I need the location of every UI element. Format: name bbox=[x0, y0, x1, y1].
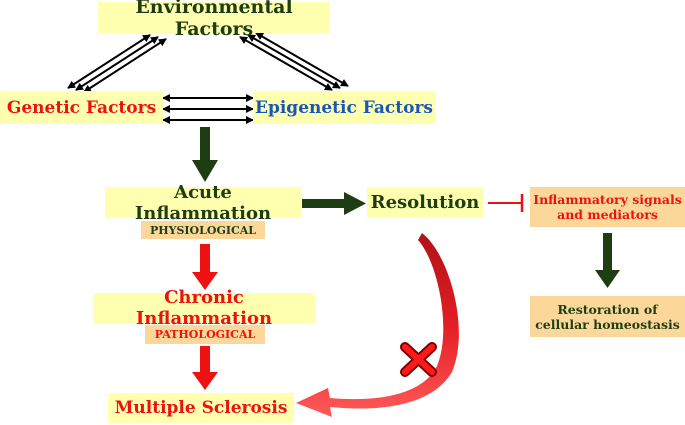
multiple-sclerosis-node: Multiple Sclerosis bbox=[108, 393, 294, 423]
inflammatory-signals-line2: and mediators bbox=[557, 207, 658, 222]
block-x-icon bbox=[400, 342, 437, 377]
resolution-node: Resolution bbox=[367, 187, 483, 218]
restoration-node: Restoration of cellular homeostasis bbox=[530, 296, 685, 337]
blocked-resolution-curve bbox=[296, 233, 459, 417]
env-epigenetic-arrows bbox=[239, 32, 349, 91]
epigenetic-factors-node: Epigenetic Factors bbox=[253, 91, 435, 124]
env-genetic-arrows bbox=[67, 34, 167, 93]
environmental-factors-node: Environmental Factors bbox=[98, 0, 330, 40]
inflammatory-signals-line1: Inflammatory signals bbox=[533, 192, 682, 207]
arrow-chronic-to-ms bbox=[192, 346, 218, 390]
arrow-to-acute bbox=[192, 127, 218, 182]
arrow-acute-to-resolution bbox=[302, 192, 366, 215]
genetic-epigenetic-arrows bbox=[162, 94, 254, 124]
inhibition-arrow bbox=[488, 194, 524, 212]
restoration-line1: Restoration of bbox=[557, 301, 658, 317]
chronic-inflammation-node: Chronic Inflammation bbox=[93, 287, 315, 329]
acute-inflammation-node: Acute Inflammation bbox=[105, 182, 301, 224]
restoration-line2: cellular homeostasis bbox=[535, 316, 680, 332]
arrow-acute-to-chronic bbox=[192, 244, 218, 290]
physiological-label: PHYSIOLOGICAL bbox=[141, 221, 265, 239]
arrow-signals-to-restoration bbox=[595, 233, 620, 288]
pathological-label: PATHOLOGICAL bbox=[145, 325, 265, 344]
genetic-factors-node: Genetic Factors bbox=[0, 91, 163, 124]
inflammatory-signals-node: Inflammatory signals and mediators bbox=[530, 187, 685, 227]
